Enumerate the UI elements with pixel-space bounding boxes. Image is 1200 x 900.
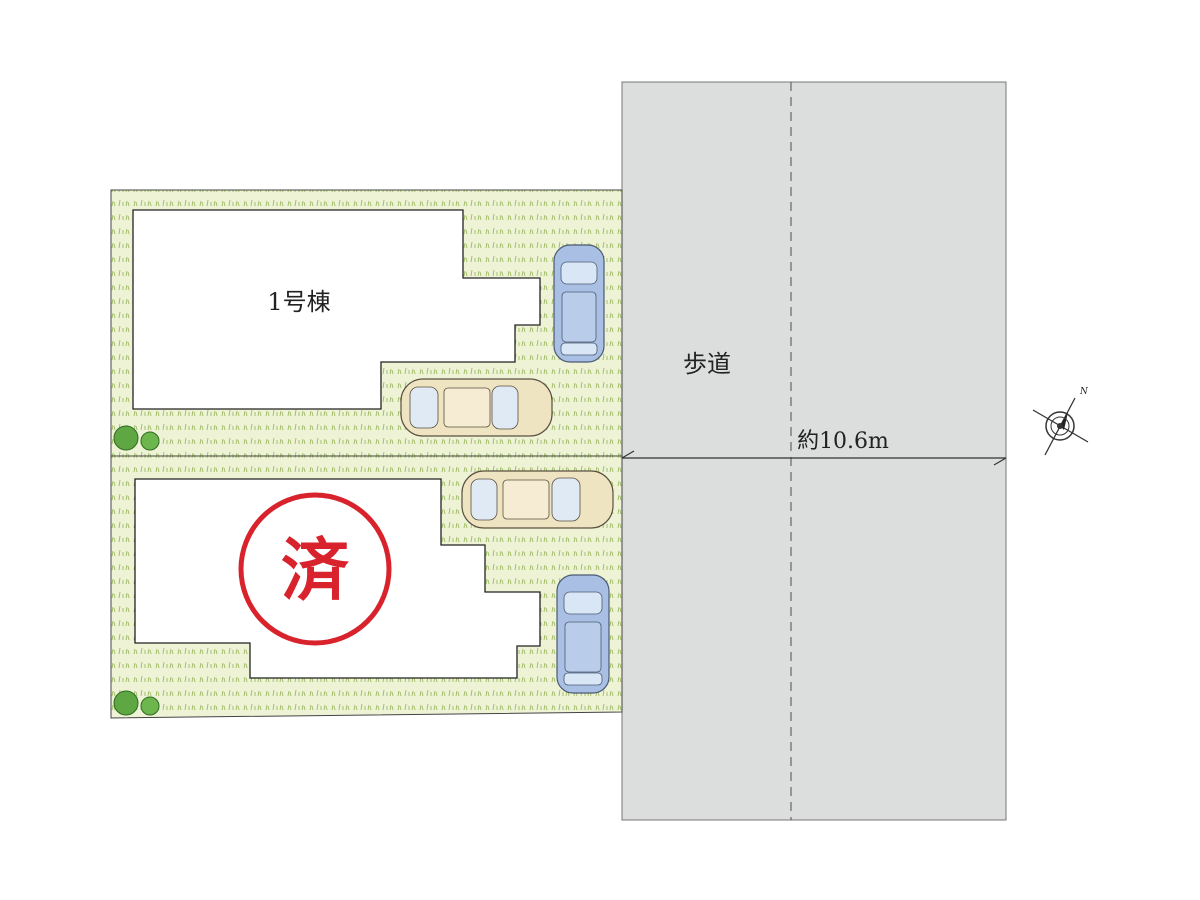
sold-stamp-text: 済 bbox=[281, 531, 350, 611]
shrub-2 bbox=[113, 690, 160, 716]
building-1-footprint bbox=[132, 209, 541, 410]
compass-icon bbox=[1032, 397, 1089, 456]
car-beige-1 bbox=[400, 378, 553, 437]
building-2-footprint bbox=[134, 478, 541, 679]
sidewalk-label: 歩道 bbox=[683, 350, 731, 378]
lot-1-label: 1号棟 bbox=[267, 288, 330, 316]
compass-north-label: N bbox=[1079, 387, 1089, 397]
car-beige-2 bbox=[461, 470, 614, 529]
sold-stamp: 済 bbox=[238, 492, 392, 646]
car-blue-1 bbox=[553, 244, 605, 363]
shrub-1 bbox=[113, 425, 160, 451]
road-width-dimension bbox=[621, 450, 1007, 466]
road bbox=[621, 81, 1007, 821]
car-blue-2 bbox=[556, 574, 610, 694]
road-width-label: 約10.6m bbox=[797, 429, 889, 454]
